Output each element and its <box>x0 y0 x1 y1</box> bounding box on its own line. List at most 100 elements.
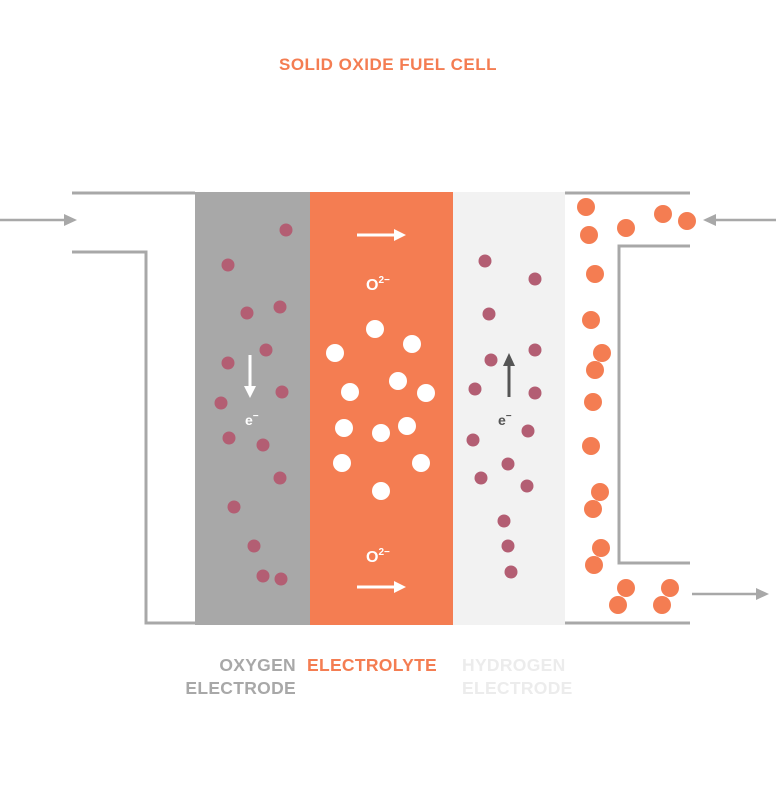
oxygen-electrode-label-line1: OXYGEN <box>219 655 296 675</box>
hydrogen-electrode-particle <box>478 254 492 268</box>
hydrogen-electrode-particle <box>468 382 482 396</box>
hydrogen-electrode-particle <box>528 343 542 357</box>
electrolyte-ion-particles <box>326 320 435 500</box>
flow-arrows <box>0 214 776 600</box>
oxide-ion-particle <box>412 454 430 472</box>
electron-arrow-down <box>244 355 256 398</box>
hydrogen-electrode-layer <box>453 192 565 625</box>
ion-symbol: O <box>366 277 378 294</box>
hydrogen-electrode-particle <box>474 471 488 485</box>
hydrogen-electrode-particle <box>501 457 515 471</box>
exhaust-outlet-arrow <box>692 588 769 600</box>
fuel-particle <box>617 579 635 597</box>
hydrogen-electrode-particle <box>520 479 534 493</box>
ion-flow-arrow-top <box>357 229 406 241</box>
oxygen-electrode-particle <box>279 223 293 237</box>
hydrogen-electrode-particle <box>501 539 515 553</box>
oxygen-electrode-particle <box>240 306 254 320</box>
oxygen-electrode-particle <box>214 396 228 410</box>
fuel-particle <box>584 500 602 518</box>
air-channel <box>72 191 195 625</box>
fuel-inlet-arrow <box>703 214 776 226</box>
hydrogen-electrode-particles <box>466 254 542 579</box>
fuel-particle <box>654 205 672 223</box>
electron-symbol: e <box>245 412 253 428</box>
ion-charge: 2− <box>378 547 390 558</box>
oxygen-electrode-particle <box>273 471 287 485</box>
hydrogen-electrode-particle <box>504 565 518 579</box>
electron-arrow-up <box>503 353 515 397</box>
oxide-ion-particle <box>372 424 390 442</box>
oxide-ion-particle <box>403 335 421 353</box>
oxide-ion-label-bottom: O2− <box>366 547 390 566</box>
electron-label-hydrogen-side: e− <box>498 411 512 428</box>
fuel-particle <box>582 437 600 455</box>
oxide-ion-particle <box>326 344 344 362</box>
electron-charge: − <box>253 411 259 422</box>
hydrogen-electrode-particle <box>484 353 498 367</box>
oxygen-electrode-particle <box>221 356 235 370</box>
fuel-particle <box>653 596 671 614</box>
oxygen-electrode-particle <box>247 539 261 553</box>
oxide-ion-label-top: O2− <box>366 275 390 294</box>
hydrogen-electrode-particle <box>466 433 480 447</box>
ion-flow-arrow-bottom <box>357 581 406 593</box>
oxygen-electrode-particle <box>256 438 270 452</box>
hydrogen-electrode-label-line2: ELECTRODE <box>462 678 573 698</box>
oxide-ion-particle <box>341 383 359 401</box>
fuel-particle <box>661 579 679 597</box>
fuel-particle <box>678 212 696 230</box>
fuel-channel-inner-wall <box>617 244 690 565</box>
fuel-particle <box>617 219 635 237</box>
fuel-channel-particles <box>577 198 696 614</box>
hydrogen-electrode-label-line1: HYDROGEN <box>462 655 566 675</box>
oxygen-electrode-particle <box>221 258 235 272</box>
electrolyte-layer <box>310 192 453 625</box>
fuel-channel <box>565 191 690 625</box>
fuel-particle <box>591 483 609 501</box>
oxide-ion-particle <box>366 320 384 338</box>
fuel-particle <box>593 344 611 362</box>
diagram-title: SOLID OXIDE FUEL CELL <box>279 55 497 74</box>
hydrogen-electrode-particle <box>528 386 542 400</box>
ion-flow-arrows <box>357 229 406 593</box>
hydrogen-electrode-particle <box>528 272 542 286</box>
air-channel-bottom-wall <box>72 250 195 625</box>
oxide-ion-particle <box>372 482 390 500</box>
fuel-particle <box>585 556 603 574</box>
oxygen-electrode-layer <box>195 192 310 625</box>
oxide-ion-particle <box>389 372 407 390</box>
oxygen-electrode-particles <box>214 223 293 586</box>
oxide-ion-particle <box>417 384 435 402</box>
fuel-particle <box>609 596 627 614</box>
fuel-particle <box>586 265 604 283</box>
fuel-particle <box>582 311 600 329</box>
oxygen-electrode-particle <box>227 500 241 514</box>
electron-label-oxygen-side: e− <box>245 411 259 428</box>
oxygen-electrode-particle <box>259 343 273 357</box>
oxygen-electrode-particle <box>273 300 287 314</box>
oxide-ion-particle <box>335 419 353 437</box>
electron-charge: − <box>506 411 512 422</box>
air-inlet-arrow <box>0 214 77 226</box>
fuel-particle <box>586 361 604 379</box>
oxygen-electrode-particle <box>274 572 288 586</box>
electron-symbol: e <box>498 412 506 428</box>
oxygen-electrode-particle <box>256 569 270 583</box>
oxygen-electrode-label-line2: ELECTRODE <box>185 678 296 698</box>
fuel-particle <box>577 198 595 216</box>
oxygen-electrode-particle <box>275 385 289 399</box>
ion-symbol: O <box>366 549 378 566</box>
fuel-particle <box>592 539 610 557</box>
fuel-particle <box>580 226 598 244</box>
hydrogen-electrode-particle <box>482 307 496 321</box>
ion-charge: 2− <box>378 275 390 286</box>
oxygen-electrode-particle <box>222 431 236 445</box>
hydrogen-electrode-particle <box>497 514 511 528</box>
oxide-ion-particle <box>333 454 351 472</box>
electrolyte-label: ELECTROLYTE <box>307 655 437 675</box>
hydrogen-electrode-particle <box>521 424 535 438</box>
fuel-particle <box>584 393 602 411</box>
